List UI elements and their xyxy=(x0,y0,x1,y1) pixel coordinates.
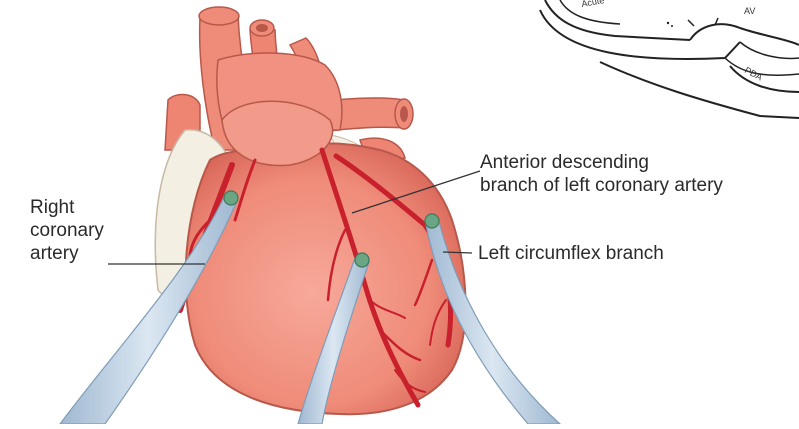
catheter-tip-anterior xyxy=(355,253,369,267)
label-line: artery xyxy=(30,242,104,265)
inset-av-label: AV xyxy=(744,6,755,16)
right-coronary-artery-label: Right coronary artery xyxy=(30,196,104,265)
catheter-tip-right xyxy=(224,191,238,205)
inset-acute-label: Acute xyxy=(581,0,605,9)
left-circumflex-label: Left circumflex branch xyxy=(478,242,664,265)
anterior-descending-label: Anterior descending branch of left coron… xyxy=(480,151,723,197)
label-line: Anterior descending xyxy=(480,151,723,174)
inset-schematic: Acute AV PDA xyxy=(540,0,799,118)
label-line: coronary xyxy=(30,219,104,242)
label-line: branch of left coronary artery xyxy=(480,174,723,197)
label-line: Right xyxy=(30,196,104,219)
catheter-tip-circumflex xyxy=(425,214,439,228)
